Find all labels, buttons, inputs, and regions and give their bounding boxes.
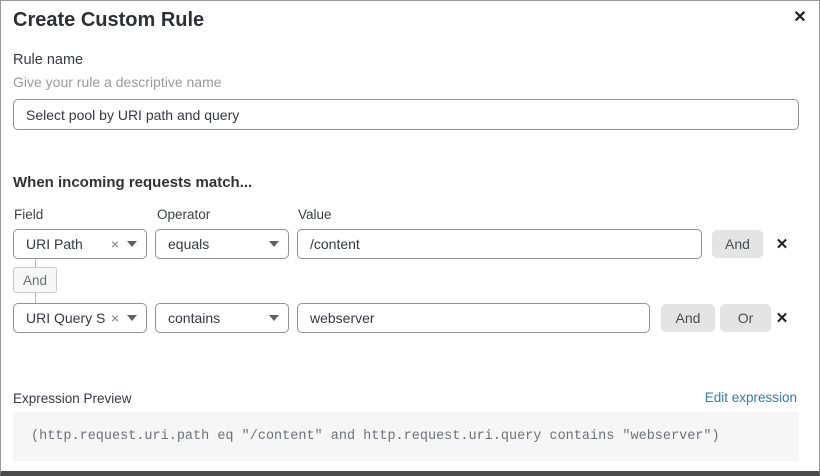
field-select-1[interactable]: URI Path ×: [13, 229, 147, 259]
condition-row-1: URI Path × equals And ✕: [1, 229, 819, 259]
chevron-down-icon: [127, 315, 137, 321]
delete-condition-1-icon[interactable]: ✕: [769, 232, 795, 256]
chevron-down-icon: [269, 241, 279, 247]
rule-name-input[interactable]: [13, 99, 799, 130]
condition-row-2: URI Query St... × contains And Or ✕: [1, 303, 819, 333]
operator-select-1-value: equals: [168, 236, 210, 252]
or-button-2[interactable]: Or: [720, 304, 771, 332]
chevron-down-icon: [127, 241, 137, 247]
match-heading: When incoming requests match...: [13, 174, 253, 191]
expression-preview-box: (http.request.uri.path eq "/content" and…: [13, 412, 799, 461]
operator-select-2[interactable]: contains: [155, 303, 289, 333]
clear-icon[interactable]: ×: [110, 310, 119, 326]
field-select-1-value: URI Path: [26, 236, 83, 252]
expression-preview-label: Expression Preview: [13, 391, 132, 406]
column-label-field: Field: [14, 207, 44, 222]
column-label-value: Value: [298, 207, 332, 222]
value-input-2[interactable]: [297, 303, 650, 333]
chevron-down-icon: [269, 315, 279, 321]
and-button-2[interactable]: And: [661, 304, 715, 332]
expression-code: (http.request.uri.path eq "/content" and…: [31, 429, 720, 444]
joiner-and-badge: And: [13, 267, 57, 293]
value-input-1[interactable]: [297, 229, 702, 259]
rule-name-hint: Give your rule a descriptive name: [13, 74, 222, 90]
operator-select-2-value: contains: [168, 310, 221, 326]
field-select-2-value: URI Query St...: [26, 310, 105, 326]
edit-expression-link[interactable]: Edit expression: [704, 390, 797, 405]
connector-line: [35, 293, 36, 303]
operator-select-1[interactable]: equals: [155, 229, 289, 259]
column-label-operator: Operator: [157, 207, 211, 222]
and-button-1[interactable]: And: [712, 230, 763, 258]
connector-line: [35, 259, 36, 267]
delete-condition-2-icon[interactable]: ✕: [769, 306, 795, 330]
clear-icon[interactable]: ×: [110, 236, 119, 252]
dialog-title: Create Custom Rule: [13, 9, 205, 31]
close-icon[interactable]: ✕: [787, 5, 813, 31]
rule-name-label: Rule name: [13, 52, 84, 68]
field-select-2[interactable]: URI Query St... ×: [13, 303, 147, 333]
